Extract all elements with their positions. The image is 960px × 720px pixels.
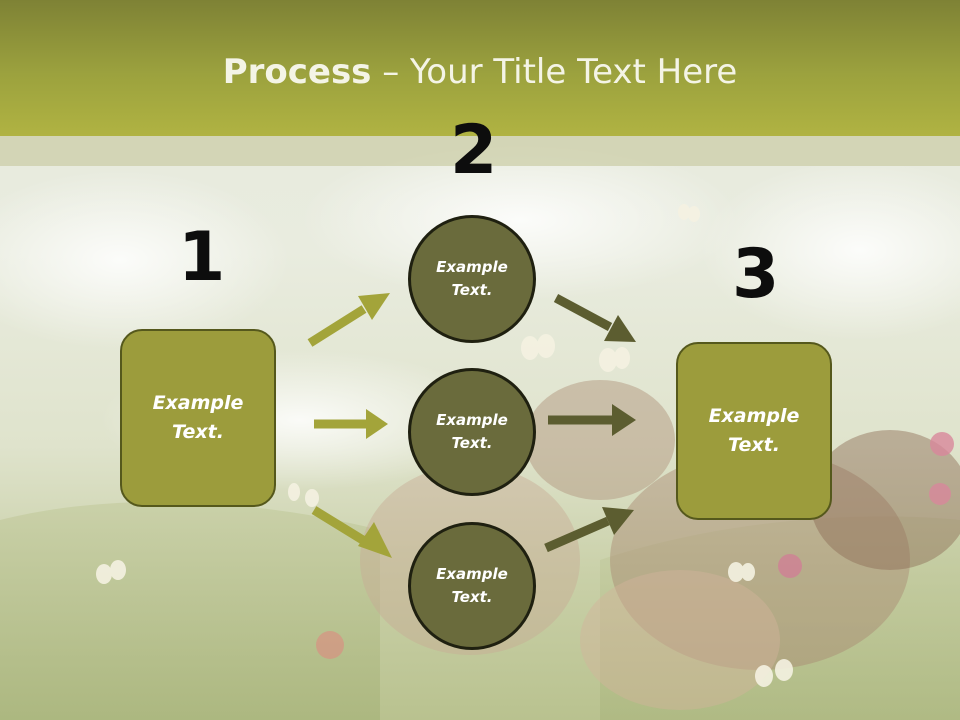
circle-top-text: Example Text. — [436, 258, 508, 299]
arrow-to-middle-circle — [314, 409, 388, 439]
step-number-2: 2 — [450, 111, 498, 190]
arrow-from-middle-circle — [548, 404, 636, 436]
step-number-3: 3 — [732, 235, 780, 314]
circle-bottom-text: Example Text. — [436, 565, 508, 606]
title-bar-band — [0, 136, 960, 166]
title-rest: – Your Title Text Here — [371, 52, 738, 92]
slide-title: Process – Your Title Text Here — [0, 52, 960, 92]
step-1-box: Example Text. — [120, 329, 276, 507]
circle-middle-text: Example Text. — [436, 411, 508, 452]
step-3-box: Example Text. — [676, 342, 832, 520]
circle-middle: Example Text. — [408, 368, 536, 496]
arrow-to-top-circle — [307, 293, 390, 347]
title-bold: Process — [222, 52, 372, 92]
circle-top: Example Text. — [408, 215, 536, 343]
arrow-from-top-circle — [553, 294, 636, 342]
arrow-to-bottom-circle — [311, 506, 392, 558]
step-3-text: Example Text. — [708, 405, 800, 456]
step-number-1: 1 — [178, 218, 226, 297]
arrow-from-bottom-circle — [544, 507, 634, 553]
step-1-text: Example Text. — [152, 392, 244, 443]
title-bar — [0, 0, 960, 136]
circle-bottom: Example Text. — [408, 522, 536, 650]
